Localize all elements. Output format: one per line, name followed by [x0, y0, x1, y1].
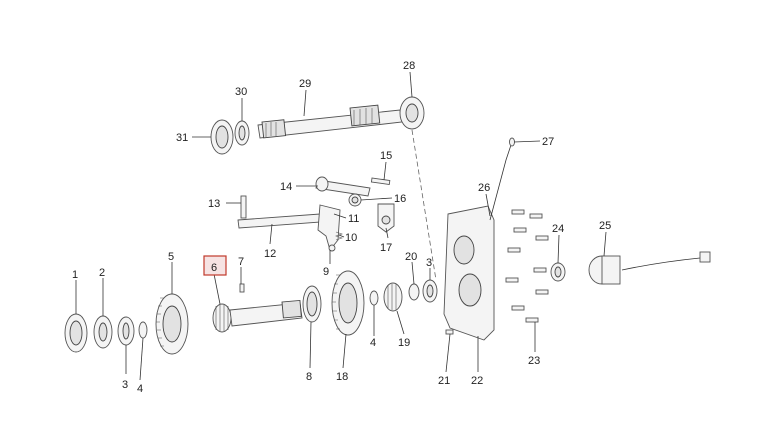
part-label-28: 28	[403, 60, 415, 72]
part-label-13: 13	[208, 198, 220, 210]
part-label-29: 29	[299, 78, 311, 90]
alignment-line	[411, 129, 437, 281]
part-label-30: 30	[235, 86, 247, 98]
bolt-set	[505, 209, 549, 323]
leader-lines	[75, 71, 607, 381]
lower-shaft-assembly	[64, 270, 438, 355]
part-label-5: 5	[168, 251, 174, 263]
part-label-21: 21	[438, 375, 450, 387]
housing-cover-assembly	[443, 137, 711, 341]
part-label-4-left: 4	[137, 383, 143, 395]
part-label-17: 17	[380, 242, 392, 254]
part-labels: 1 2 3 3 4 4 5 6 7 8 9 10 11 12 13 14 15 …	[72, 60, 611, 395]
part-label-22: 22	[471, 375, 483, 387]
part-label-31: 31	[176, 132, 188, 144]
part-label-1: 1	[72, 269, 78, 281]
part-label-18: 18	[336, 371, 348, 383]
part-label-3-right: 3	[426, 257, 432, 269]
part-label-6[interactable]: 6	[211, 262, 217, 274]
part-label-7: 7	[238, 256, 244, 268]
part-label-10: 10	[345, 232, 357, 244]
part-label-19: 19	[398, 337, 410, 349]
part-label-3-left: 3	[122, 379, 128, 391]
part-label-8: 8	[306, 371, 312, 383]
highlighted-part-box	[203, 255, 227, 276]
part-label-11: 11	[348, 213, 359, 225]
part-label-24: 24	[552, 223, 564, 235]
part-label-12: 12	[264, 248, 276, 260]
part-label-16: 16	[394, 193, 406, 205]
part-label-2: 2	[99, 267, 105, 279]
part-label-25: 25	[599, 220, 611, 232]
part-label-26: 26	[478, 182, 490, 194]
part-label-23: 23	[528, 355, 540, 367]
part-label-15: 15	[380, 150, 392, 162]
part-label-4-right: 4	[370, 337, 376, 349]
part-label-14: 14	[280, 181, 292, 193]
part-label-20: 20	[405, 251, 417, 263]
part-label-9: 9	[323, 266, 329, 278]
upper-shaft-assembly	[210, 96, 425, 155]
part-label-27: 27	[542, 136, 554, 148]
shift-mechanism	[237, 176, 395, 252]
